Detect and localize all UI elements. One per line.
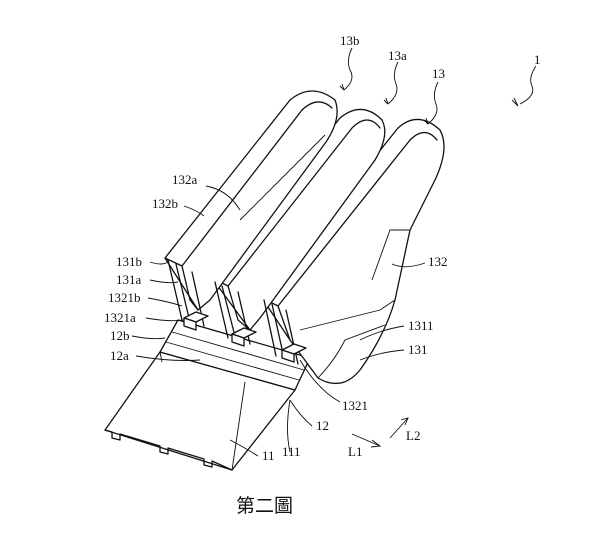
label-131b: 131b — [116, 254, 142, 269]
label-131a: 131a — [116, 272, 142, 287]
label-11: 11 — [262, 448, 275, 463]
label-12b: 12b — [110, 328, 130, 343]
label-13b: 13b — [340, 33, 360, 48]
label-L2: L2 — [406, 428, 420, 443]
label-132b: 132b — [152, 196, 178, 211]
spring-loop-13a — [211, 108, 386, 331]
leader-lines — [131, 47, 537, 457]
spring-loop-13 — [261, 118, 445, 385]
label-132a: 132a — [172, 172, 198, 187]
label-L1: L1 — [348, 444, 362, 459]
label-12a: 12a — [110, 348, 129, 363]
label-1321a: 1321a — [104, 310, 136, 325]
figure-caption: 第二圖 — [236, 495, 293, 517]
label-13: 13 — [432, 66, 445, 81]
label-1: 1 — [534, 52, 541, 67]
label-1321: 1321 — [342, 398, 368, 413]
contact-legs — [167, 259, 307, 365]
label-1311: 1311 — [408, 318, 434, 333]
label-132: 132 — [428, 254, 448, 269]
reference-labels: 13b 13a 13 1 132a 132b 132 131b 131a 132… — [104, 33, 541, 463]
label-131: 131 — [408, 342, 428, 357]
spring-loop-13b — [164, 90, 338, 311]
label-111: 111 — [282, 444, 301, 459]
direction-arrows — [351, 417, 409, 448]
label-13a: 13a — [388, 48, 407, 63]
label-1321b: 1321b — [108, 290, 141, 305]
label-12: 12 — [316, 418, 329, 433]
